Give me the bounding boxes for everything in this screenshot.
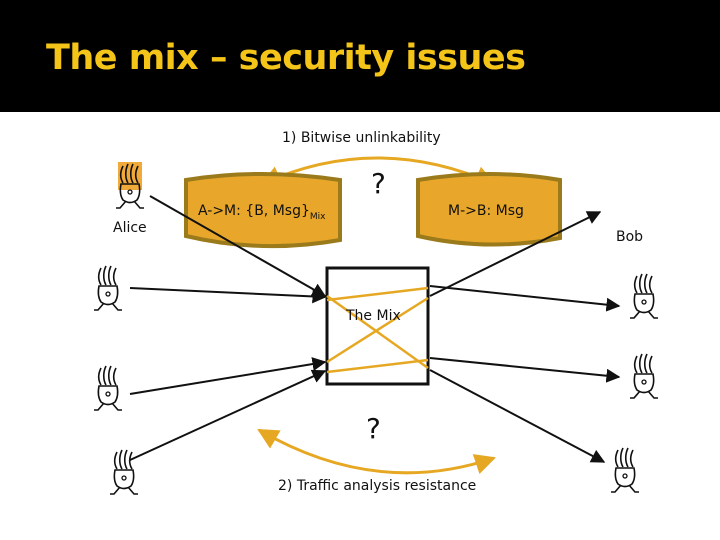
- unlinkability-arc-arrow: [260, 156, 496, 186]
- arrow-user3-to-mix: [129, 357, 327, 395]
- input-message-banner: [184, 172, 342, 249]
- person-icon: [629, 353, 659, 399]
- slide-title: The mix – security issues: [46, 38, 526, 78]
- question-mark-top: ?: [371, 167, 386, 200]
- mix-label: The Mix: [346, 308, 401, 324]
- person-icon: [93, 265, 123, 311]
- section1-label: 1) Bitwise unlinkability: [282, 130, 441, 146]
- input-message-label: A->M: {B, Msg}Mix: [198, 203, 325, 222]
- arrow-mix-to-recipient4: [429, 369, 606, 463]
- alice-label: Alice: [113, 220, 147, 236]
- mix-box: [325, 266, 430, 386]
- person-icon: [610, 447, 640, 493]
- person-icon: [629, 273, 659, 319]
- person-icon: [115, 162, 145, 209]
- arrow-alice-to-mix: [149, 195, 327, 297]
- output-message-banner: [416, 172, 562, 247]
- traffic-analysis-arc-arrow: [257, 428, 496, 475]
- arrow-mix-to-bob: [429, 211, 602, 297]
- arrow-user2-to-mix: [129, 287, 327, 304]
- person-icon: [93, 365, 123, 411]
- arrow-mix-to-recipient3: [429, 357, 621, 383]
- person-icon: [109, 449, 139, 495]
- mix-shuffle-lines: [326, 286, 429, 374]
- title-bar: [0, 0, 720, 112]
- bob-label: Bob: [616, 229, 644, 245]
- arrow-mix-to-recipient2: [429, 285, 621, 312]
- question-mark-bottom: ?: [366, 412, 381, 445]
- input-message-subscript: Mix: [309, 211, 326, 222]
- input-message-text: A->M: {B, Msg}: [198, 203, 310, 219]
- arrow-user4-to-mix: [129, 369, 327, 461]
- output-message-label: M->B: Msg: [448, 203, 524, 219]
- section2-label: 2) Traffic analysis resistance: [278, 478, 477, 494]
